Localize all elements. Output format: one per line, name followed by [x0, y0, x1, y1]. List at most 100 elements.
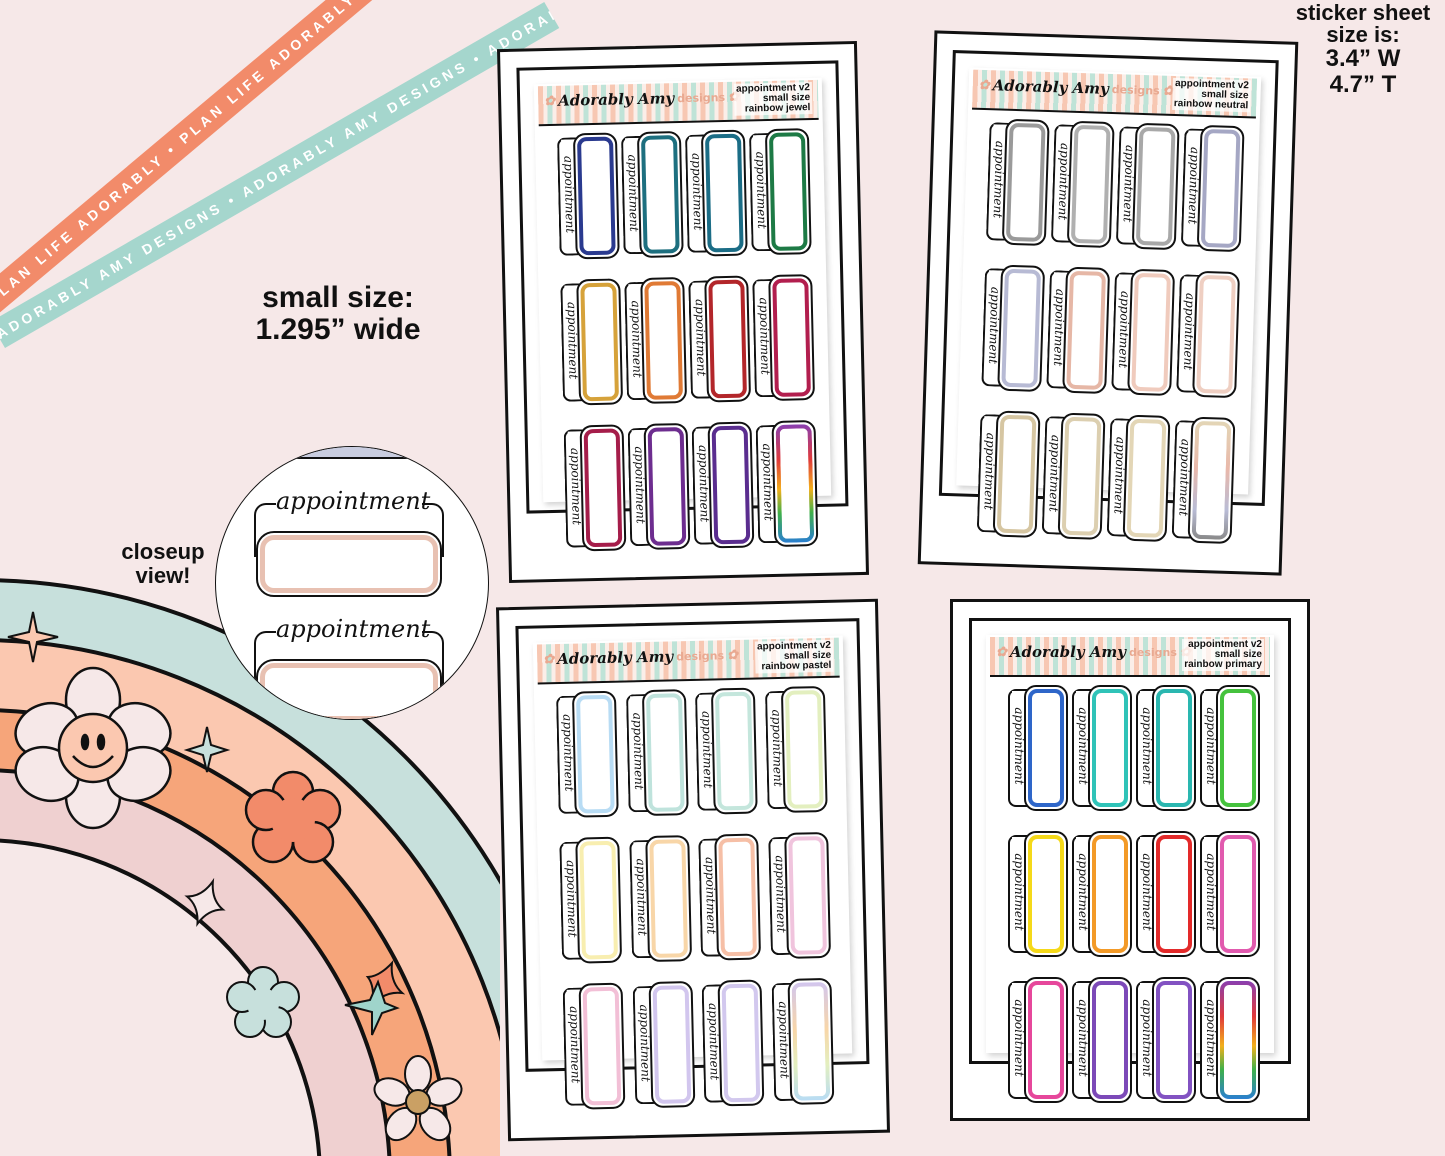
size-line-2: 1.295” wide — [255, 312, 421, 346]
appointment-sticker: appointment — [694, 687, 760, 815]
appointment-sticker: appointment — [1111, 268, 1177, 397]
sheet-line-2: size is: — [1326, 22, 1400, 47]
sticker-box — [1001, 118, 1050, 247]
closeup-top-edge — [276, 447, 426, 459]
size-line-1: small size: — [262, 281, 414, 314]
closeup-view: appointment appointment — [215, 446, 489, 720]
appointment-sticker: appointment — [1200, 685, 1262, 811]
sticker-box — [997, 264, 1046, 392]
sheet-rainbow-jewel: ✿ Adorably Amy designs ✿ appointment v2 … — [496, 40, 870, 584]
appointment-sticker: appointment — [559, 836, 624, 964]
appointment-sticker: appointment — [1008, 831, 1070, 957]
appointment-sticker: appointment — [755, 420, 821, 547]
sticker-box — [768, 274, 816, 402]
sticker-box — [780, 685, 828, 813]
flower-icon: ✿ — [543, 651, 555, 667]
appointment-sticker: appointment — [625, 689, 690, 817]
closeup-line-1: closeup — [121, 539, 205, 564]
appointment-sticker: appointment — [1072, 831, 1134, 957]
appointment-sticker: appointment — [560, 278, 625, 406]
sheet-label: appointment v2 small size rainbow pastel — [754, 639, 834, 674]
sticker-box — [641, 689, 689, 817]
appointment-sticker: appointment — [985, 118, 1052, 247]
sticker-box — [571, 690, 619, 818]
appointment-sticker: appointment — [1180, 124, 1247, 253]
sheet-banner: ✿ Adorably Amy designs ✿ appointment v2 … — [972, 69, 1258, 119]
sticker-box — [640, 276, 688, 404]
sheet-label: appointment v2 small size rainbow jewel — [733, 82, 813, 116]
sticker-box — [1216, 685, 1260, 811]
appointment-sticker: appointment — [1115, 122, 1182, 251]
appointment-sticker: appointment — [628, 835, 694, 963]
sparkle-icon — [183, 726, 231, 773]
sticker-box — [1062, 266, 1111, 394]
sheet-rainbow-primary: ✿ Adorably Amy designs ✿ appointment v2 … — [950, 599, 1310, 1121]
teal-flower-icon — [226, 966, 300, 1038]
appointment-sticker: appointment — [1200, 831, 1262, 957]
sheet-line-4: 4.7” T — [1329, 71, 1397, 98]
sheet-rainbow-pastel: ✿ Adorably Amy designs ✿ appointment v2 … — [495, 598, 891, 1142]
sheet-frame: ✿ Adorably Amy designs ✿ appointment v2 … — [969, 618, 1291, 1103]
sticker-box — [1216, 831, 1260, 957]
appointment-sticker: appointment — [632, 981, 697, 1109]
sticker-box — [1024, 977, 1068, 1103]
sparkle-icon — [7, 611, 59, 663]
appointment-sticker: appointment — [562, 982, 628, 1110]
appointment-sticker: appointment — [1072, 685, 1134, 811]
sticker-box — [1066, 120, 1115, 249]
appointment-sticker: appointment — [1136, 685, 1198, 811]
rainbow-illustration — [0, 578, 500, 1156]
appointment-sticker: appointment — [1008, 685, 1070, 811]
appointment-sticker: appointment — [1176, 270, 1242, 399]
sticker-box — [1024, 685, 1068, 811]
closeup-line-2: view! — [135, 563, 191, 588]
sticker-box — [1152, 685, 1196, 811]
sticker-box — [771, 420, 819, 547]
sticker-box — [1024, 831, 1068, 957]
appointment-sticker: appointment — [684, 129, 750, 257]
sheet-size-label: sticker sheet size is: 3.4” W 4.7” T — [1278, 2, 1445, 98]
appointment-sticker: appointment — [563, 424, 629, 552]
sticker-box — [256, 531, 442, 597]
appointment-sticker: appointment — [1041, 412, 1108, 540]
appointment-sticker: appointment — [691, 421, 757, 549]
sticker-box — [707, 421, 755, 549]
sticker-box — [992, 410, 1041, 538]
smiley-flower-icon — [14, 666, 172, 830]
sheet-frame: ✿ Adorably Amy designs ✿ appointment v2 … — [515, 618, 870, 1110]
sticker-box — [764, 128, 812, 256]
flower-icon: ✿ — [544, 93, 556, 109]
sticker-script: appointment — [276, 615, 431, 643]
sticker-box — [700, 129, 748, 257]
orange-flower-icon — [244, 770, 342, 864]
appointment-sticker: appointment — [1106, 414, 1173, 542]
appointment-sticker: appointment — [1136, 977, 1198, 1103]
sticker-box — [1122, 414, 1171, 542]
sticker-script: appointment — [276, 487, 431, 515]
sheet-label: appointment v2 small size rainbow neutra… — [1171, 77, 1252, 113]
sticker-box — [1088, 831, 1132, 957]
sticker-box — [648, 981, 695, 1109]
sticker-box — [717, 979, 765, 1107]
sheet-frame: ✿ Adorably Amy designs ✿ appointment v2 … — [938, 50, 1279, 544]
sheet-line-3: 3.4” W — [1325, 45, 1401, 72]
brand-logo: ✿ Adorably Amy designs ✿ — [543, 647, 739, 669]
appointment-sticker: appointment — [1171, 416, 1238, 544]
appointment-sticker: appointment — [620, 131, 686, 258]
closeup-label: closeup view! — [108, 540, 218, 588]
sticker-box — [576, 278, 624, 406]
sticker-box — [714, 833, 762, 961]
sticker-box — [1152, 831, 1196, 957]
appointment-sticker: appointment — [981, 264, 1047, 392]
brand-logo: ✿ Adorably Amy designs ✿ — [996, 643, 1191, 661]
appointment-sticker: appointment — [748, 128, 814, 256]
daisy-icon — [373, 1055, 463, 1142]
appointment-sticker: appointment — [701, 979, 767, 1107]
appointment-sticker: appointment — [688, 275, 753, 403]
sticker-box — [1088, 685, 1132, 811]
sticker-box — [1196, 124, 1245, 253]
sticker-box — [572, 132, 620, 260]
